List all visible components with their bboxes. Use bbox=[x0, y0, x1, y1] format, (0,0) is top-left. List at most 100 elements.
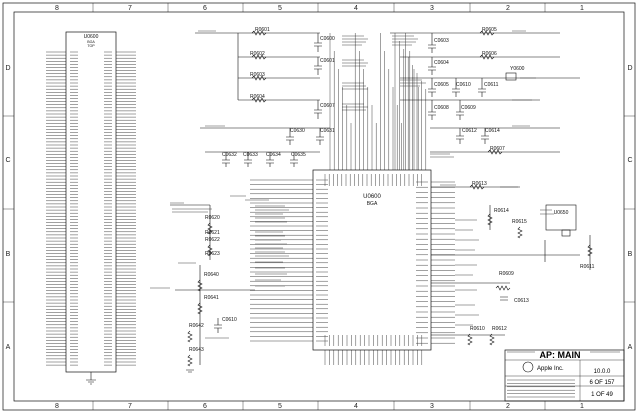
capacitor-mid-icon bbox=[500, 296, 508, 301]
ic-u0650-pkg bbox=[561, 229, 571, 237]
resistor-r0614-ref: R0614 bbox=[494, 208, 509, 214]
company-name: Apple Inc. bbox=[537, 366, 564, 372]
capacitor-c0613-ref: C0613 bbox=[514, 298, 529, 304]
capacitor-c0610-left-icon bbox=[214, 318, 222, 333]
capacitor-c0612-icon bbox=[456, 128, 464, 144]
resistor-r0613-icon bbox=[469, 184, 485, 190]
capacitor-c0633-ref: C0633 bbox=[243, 152, 258, 158]
zone-col-bottom-1: 8 bbox=[55, 403, 59, 410]
resistor-r0615-ref: R0615 bbox=[512, 219, 527, 225]
connector-ground-icon bbox=[86, 379, 96, 385]
title-text: AP: MAIN bbox=[540, 350, 581, 360]
zone-row-left-a: A bbox=[6, 344, 11, 351]
main-ic-pins bbox=[250, 174, 455, 365]
resistor-r0612-icon bbox=[489, 333, 495, 346]
capacitor-c0614-icon bbox=[481, 128, 489, 144]
zone-col-top-3: 6 bbox=[203, 5, 207, 12]
capacitor-c0631-ref: C0631 bbox=[320, 128, 335, 134]
resistor-r0603-icon bbox=[251, 75, 267, 81]
resistor-r0605-icon bbox=[479, 30, 495, 36]
main-ic-ref: U0600 bbox=[363, 194, 381, 200]
left-net-label-marks bbox=[150, 195, 289, 339]
title-block: AP: MAIN Apple Inc. 10.0.0 6 OF 157 1 OF… bbox=[504, 349, 625, 402]
resistor-r0643-icon bbox=[187, 354, 193, 367]
main-ic-value: BGA bbox=[367, 201, 378, 207]
zone-col-top-4: 5 bbox=[278, 5, 282, 12]
capacitor-c0608-icon bbox=[428, 100, 436, 120]
resistor-r0604-icon bbox=[251, 97, 267, 103]
resistor-r0620-ref: R0620 bbox=[205, 215, 220, 221]
resistor-r0641-ref: R0641 bbox=[204, 295, 219, 301]
capacitor-c0612-ref: C0612 bbox=[462, 128, 477, 134]
inner-border bbox=[13, 11, 625, 402]
capacitor-c0614-ref: C0614 bbox=[485, 128, 500, 134]
capacitor-c0605-icon bbox=[428, 78, 436, 97]
cap-row: C0632 C0633 C0634 C0635 bbox=[205, 151, 320, 167]
resistor-r0606-ref: R0606 bbox=[482, 51, 497, 57]
zone-col-top-8: 1 bbox=[580, 5, 584, 12]
resistor-r0612-ref: R0612 bbox=[492, 326, 507, 332]
capacitor-c0632-ref: C0632 bbox=[222, 152, 237, 158]
resistor-r0622-ref: R0622 bbox=[205, 237, 220, 243]
resistor-r0611-icon bbox=[587, 244, 593, 257]
zone-col-top-1: 8 bbox=[55, 5, 59, 12]
capacitor-c0604-icon bbox=[428, 57, 436, 75]
ic-u0650-body bbox=[545, 204, 577, 231]
connector-pins bbox=[46, 51, 136, 366]
crystal-ref: Y0600 bbox=[510, 66, 525, 72]
resistor-r0607-ref: R0607 bbox=[490, 146, 505, 152]
resistor-r0614-icon bbox=[487, 213, 493, 226]
mid-caps: C0630 C0631 bbox=[200, 127, 335, 145]
zone-col-bottom-3: 6 bbox=[203, 403, 207, 410]
resistor-r0605-ref: R0605 bbox=[482, 27, 497, 33]
capacitor-c0608-ref: C0608 bbox=[434, 105, 449, 111]
zone-row-left-b: B bbox=[6, 251, 11, 258]
capacitor-c0610-left-ref: C0610 bbox=[222, 317, 237, 323]
left-ground-icon bbox=[186, 369, 194, 373]
capacitor-c0601-icon bbox=[314, 57, 322, 75]
resistor-r0610-icon bbox=[467, 333, 473, 346]
main-ic: U0600 BGA bbox=[250, 169, 455, 365]
capacitor-c0604-ref: C0604 bbox=[434, 60, 449, 66]
resistor-r0606-icon bbox=[479, 54, 495, 60]
capacitor-c0634-icon bbox=[266, 152, 274, 167]
resistor-r0623-ref: R0623 bbox=[205, 251, 220, 257]
resistor-r0610-ref: R0610 bbox=[470, 326, 485, 332]
zone-col-bottom-4: 5 bbox=[278, 403, 282, 410]
zone-col-bottom-7: 2 bbox=[506, 403, 510, 410]
zone-row-right-a: A bbox=[628, 344, 633, 351]
connector-strip: U0600 BGA TOP bbox=[46, 31, 136, 385]
zone-col-top-7: 2 bbox=[506, 5, 510, 12]
zone-col-bottom-5: 4 bbox=[354, 403, 358, 410]
resistor-r0642-icon bbox=[187, 330, 193, 343]
top-resistor-ladder: R0601 R0602 R0603 R0604 C0600 C0601 C060… bbox=[195, 27, 368, 127]
capacitor-c0630-ref: C0630 bbox=[290, 128, 305, 134]
resistor-r0602-ref: R0602 bbox=[250, 51, 265, 57]
zone-row-left-d: D bbox=[5, 65, 10, 72]
zone-col-top-2: 7 bbox=[128, 5, 132, 12]
capacitor-c0610-icon bbox=[452, 78, 460, 97]
capacitor-c0605-ref: C0605 bbox=[434, 82, 449, 88]
capacitor-c0630-icon bbox=[286, 128, 294, 145]
resistor-r0609-ref: R0609 bbox=[499, 271, 514, 277]
zone-col-top-5: 4 bbox=[354, 5, 358, 12]
resistor-r0622-icon bbox=[207, 244, 213, 257]
title-block-frame bbox=[504, 349, 625, 402]
left-passives: R0620 R0621 R0622 R0623 R0640 R0641 C061… bbox=[150, 195, 289, 373]
connector-ref: U0600 bbox=[84, 34, 99, 40]
resistor-r0607-icon bbox=[487, 149, 503, 155]
bus-lines-to-ic bbox=[329, 33, 426, 170]
capacitor-c0634-ref: C0634 bbox=[266, 152, 281, 158]
resistor-r0613-ref: R0613 bbox=[472, 181, 487, 187]
capacitor-c0609-ref: C0609 bbox=[461, 105, 476, 111]
resistor-r0640-icon bbox=[197, 279, 203, 292]
capacitor-c0635-ref: C0635 bbox=[291, 152, 306, 158]
zone-ticks bbox=[3, 3, 635, 410]
zone-col-bottom-6: 3 bbox=[430, 403, 434, 410]
right-net-label-marks bbox=[392, 30, 536, 158]
resistor-r0640-ref: R0640 bbox=[204, 272, 219, 278]
page-number: 6 OF 157 bbox=[589, 380, 615, 386]
capacitor-c0600-icon bbox=[314, 33, 322, 52]
revision-value: 10.0.0 bbox=[594, 369, 611, 375]
